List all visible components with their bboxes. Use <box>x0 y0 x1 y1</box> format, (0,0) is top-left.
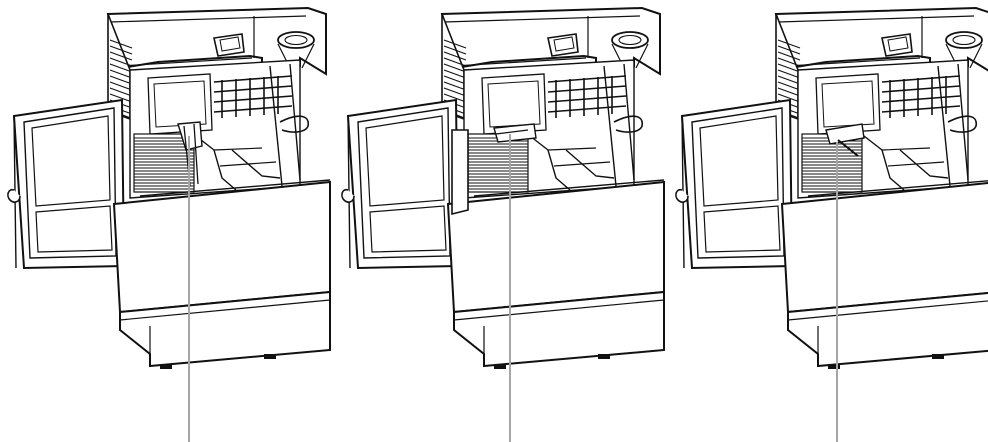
stove-panel-3 <box>674 7 988 370</box>
stove-panel-1 <box>6 7 331 370</box>
stove-panel-2 <box>340 7 665 370</box>
